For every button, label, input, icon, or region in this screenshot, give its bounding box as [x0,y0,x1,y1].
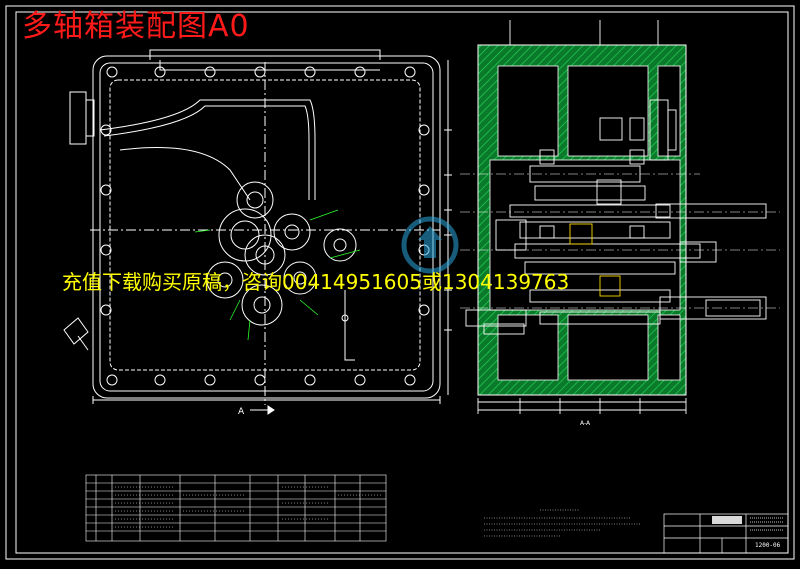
drawing-title: 多轴箱装配图A0 [22,9,250,44]
technical-notes [484,509,640,537]
drawing-number: 1200-06 [755,542,781,549]
watermark-logo [401,216,459,274]
section-view [460,20,780,414]
sheet-inner-border [15,11,789,554]
section-view-label: A-A [580,420,591,427]
sheet-outer-border [5,5,795,560]
watermark-text: 充值下载购买原稿，咨询00414951605或1304139763 [62,270,570,294]
front-view [63,49,452,415]
parts-list-table [85,474,387,542]
housing-outline [92,55,441,399]
gear-cluster [206,181,357,326]
title-block [663,513,789,554]
section-mark-label: A [238,407,245,417]
